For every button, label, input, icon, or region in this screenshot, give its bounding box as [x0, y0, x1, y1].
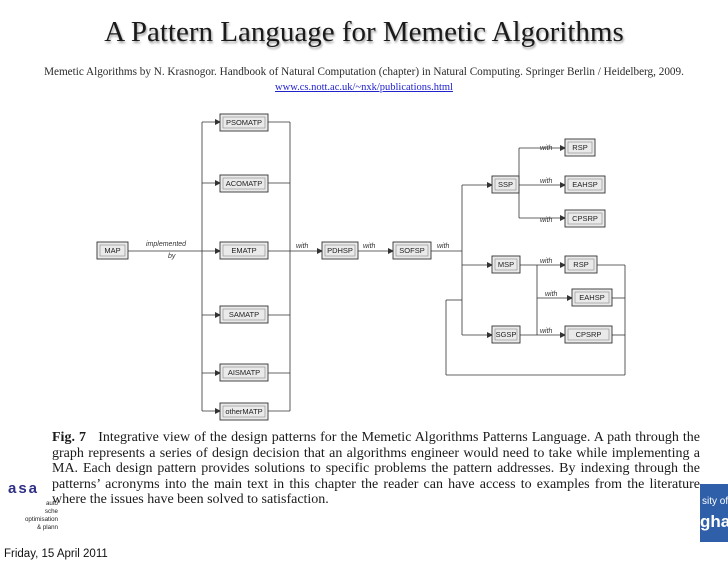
edges-bracket-left — [201, 119, 221, 414]
figure-caption: Fig. 7 Integrative view of the design pa… — [52, 430, 700, 508]
node-ssp: SSP — [491, 175, 520, 194]
node-rsp-ssp: RSP — [564, 138, 596, 157]
node-msp-label: MSP — [498, 260, 514, 269]
caption-body: A path through the graph represents a se… — [52, 430, 700, 508]
node-eahsp-ssp: EAHSP — [564, 175, 606, 194]
asap-word-2: sche — [44, 508, 58, 515]
label-with-ssp-eahsp: with — [540, 178, 553, 185]
label-with-3: with — [437, 243, 450, 250]
node-ematp: EMATP — [219, 241, 269, 260]
university-logo-top: sity of — [702, 496, 728, 507]
node-ematp-label: EMATP — [231, 246, 256, 255]
publications-link[interactable]: www.cs.nott.ac.uk/~nxk/publications.html — [275, 82, 453, 93]
node-othermatp: otherMATP — [219, 402, 269, 421]
node-msp: MSP — [491, 255, 521, 274]
label-by: by — [168, 253, 176, 260]
node-eahsp-ssp-label: EAHSP — [572, 180, 597, 189]
node-map-label: MAP — [104, 246, 120, 255]
node-aismatp: AISMATP — [219, 363, 269, 382]
node-cpsrp-ssp: CPSRP — [564, 209, 606, 228]
label-implemented: implemented — [146, 241, 187, 248]
label-with-ssp-cpsrp: with — [540, 217, 553, 224]
node-rsp-msp: RSP — [564, 255, 598, 274]
asap-word-4: & plann — [37, 524, 58, 531]
node-cpsrp-sgsp: CPSRP — [564, 325, 613, 344]
node-pdhsp: PDHSP — [321, 241, 359, 260]
node-acomatp: ACOMATP — [219, 174, 269, 193]
caption-heading: Integrative view of the design patterns … — [98, 430, 591, 445]
label-with-2: with — [363, 243, 376, 250]
node-sofsp-label: SOFSP — [399, 246, 424, 255]
edges-bracket-right — [268, 121, 291, 412]
asap-word-3: optimisation — [24, 516, 58, 523]
university-logo: sity of gham — [700, 484, 728, 542]
slide-date: Friday, 15 April 2011 — [4, 548, 108, 560]
node-sofsp: SOFSP — [392, 241, 432, 260]
node-sgsp-label: SGSP — [496, 330, 517, 339]
university-logo-bottom: gham — [700, 512, 728, 531]
node-rsp-msp-label: RSP — [573, 260, 588, 269]
label-with-msp-eahsp: with — [545, 291, 558, 298]
node-cpsrp-sgsp-label: CPSRP — [576, 330, 602, 339]
figure-label: Fig. 7 — [52, 430, 87, 445]
slide-subtitle: Memetic Algorithms by N. Krasnogor. Hand… — [44, 66, 684, 78]
asap-logo-words: auto sche optimisation & plann — [18, 500, 58, 532]
node-map: MAP — [96, 241, 129, 260]
node-eahsp-msp-label: EAHSP — [579, 293, 604, 302]
label-with-1: with — [296, 243, 309, 250]
edges-msp-sgsp-branch — [445, 262, 626, 376]
label-with-sgsp-cpsrp: with — [540, 328, 553, 335]
node-psomatp: PSOMATP — [219, 113, 269, 132]
label-with-ssp-rsp: with — [540, 145, 553, 152]
asap-logo: asa — [8, 480, 40, 497]
node-sgsp: SGSP — [491, 325, 521, 344]
node-acomatp-label: ACOMATP — [226, 179, 263, 188]
node-othermatp-label: otherMATP — [225, 407, 262, 416]
node-ssp-label: SSP — [498, 180, 513, 189]
slide-title: A Pattern Language for Memetic Algorithm… — [104, 16, 624, 48]
asap-word-1: auto — [45, 500, 58, 507]
node-samatp: SAMATP — [219, 305, 269, 324]
node-rsp-ssp-label: RSP — [572, 143, 587, 152]
node-samatp-label: SAMATP — [229, 310, 259, 319]
edges-strategy-split — [461, 182, 493, 338]
label-with-msp-rsp: with — [540, 258, 553, 265]
node-cpsrp-ssp-label: CPSRP — [572, 214, 598, 223]
node-psomatp-label: PSOMATP — [226, 118, 262, 127]
node-eahsp-msp: EAHSP — [571, 288, 613, 307]
node-aismatp-label: AISMATP — [228, 368, 260, 377]
node-pdhsp-label: PDHSP — [327, 246, 353, 255]
